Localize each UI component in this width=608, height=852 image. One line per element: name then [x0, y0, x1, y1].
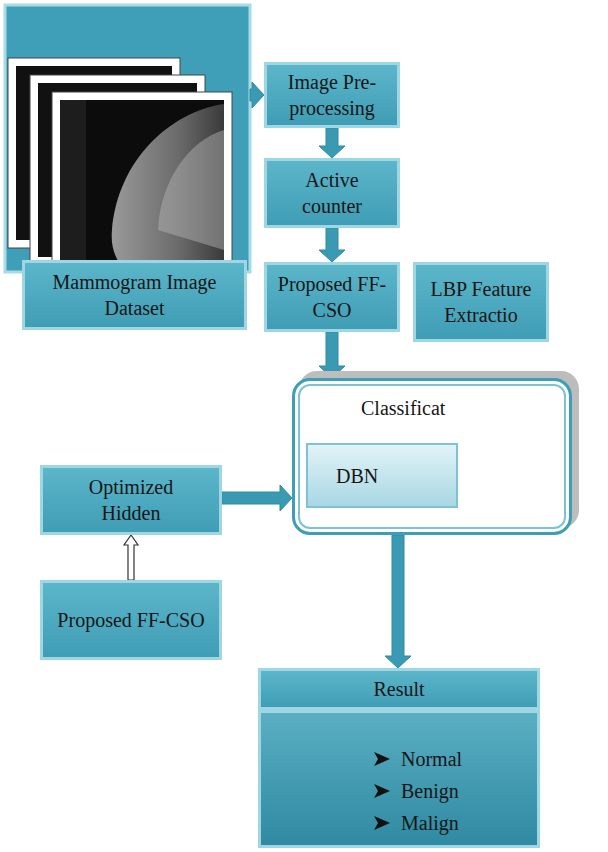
list-bullet	[373, 783, 391, 799]
node-text: DBN	[336, 463, 378, 489]
list-item: Benign	[373, 775, 527, 807]
node-text: Optimized Hidden	[73, 474, 189, 526]
node-text: Image Pre-processing	[277, 69, 387, 121]
flow-arrow	[124, 535, 138, 580]
flow-arrow	[250, 82, 264, 108]
node-text: Mammogram Image Dataset	[41, 269, 228, 321]
process-box: Proposed FF-CSO	[40, 580, 222, 660]
node-text: Malign	[401, 810, 459, 836]
node-text: Result	[373, 676, 424, 702]
list-item: Malign	[373, 807, 527, 839]
classification-container: ClassificatDBN	[292, 378, 572, 535]
feature-box: LBP Feature Extractio	[413, 262, 549, 342]
process-box: Image Pre-processing	[264, 62, 400, 128]
list-bullet	[373, 815, 391, 831]
dbn-box: DBN	[306, 443, 458, 508]
mammogram-card	[52, 92, 232, 270]
node-text: Classificat	[361, 395, 445, 421]
list-item: Normal	[373, 743, 527, 775]
process-box: Proposed FF-CSO	[264, 262, 400, 332]
dataset-label-box: Mammogram Image Dataset	[22, 260, 247, 330]
node-text: LBP Feature Extractio	[426, 276, 536, 328]
flow-arrow	[319, 128, 345, 158]
optimizer-box: Optimized Hidden	[40, 465, 222, 535]
flow-arrow	[319, 228, 345, 262]
dataset-panel: Mammogram Image Dataset	[5, 5, 250, 332]
node-text: Proposed FF-CSO	[57, 607, 204, 633]
result-list: NormalBenignMalign	[258, 710, 540, 848]
process-box: Active counter	[264, 158, 400, 228]
flow-arrow	[222, 485, 292, 511]
flow-arrow	[385, 535, 411, 668]
flow-arrow	[319, 332, 345, 378]
dataset-panel	[5, 5, 250, 272]
node-text: Normal	[401, 746, 462, 772]
node-text: Benign	[401, 778, 459, 804]
result-box: Result	[258, 668, 540, 710]
list-bullet	[373, 751, 391, 767]
node-text: Active counter	[277, 167, 387, 219]
node-text: Proposed FF-CSO	[277, 271, 387, 323]
